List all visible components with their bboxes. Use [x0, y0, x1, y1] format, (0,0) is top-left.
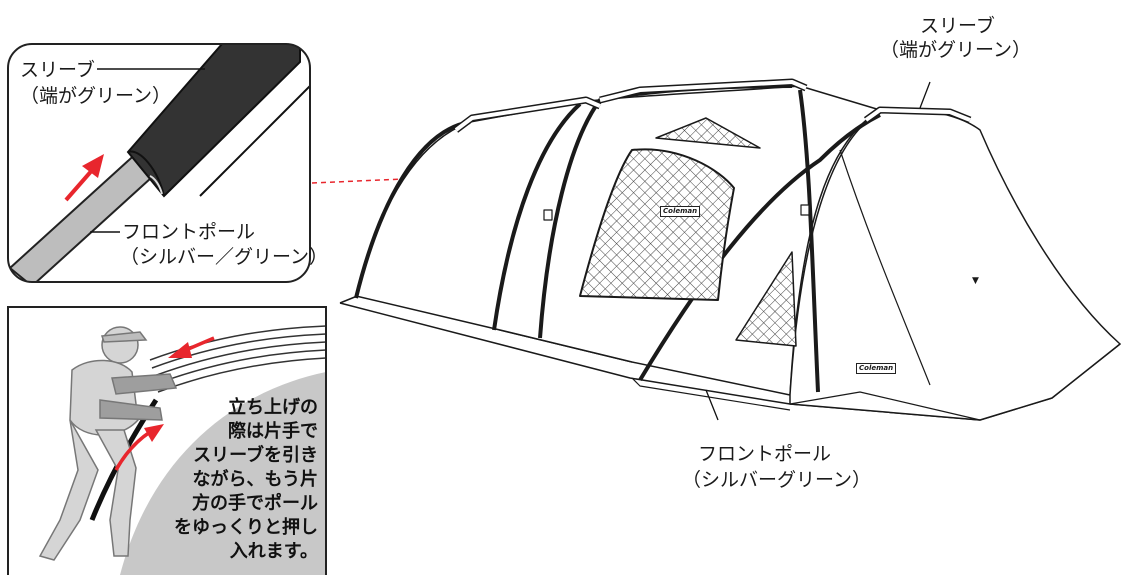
instruction-line: 方の手でポール — [192, 493, 318, 514]
callout-pole-note: （シルバー／グリーン） — [120, 246, 329, 268]
callout-frame — [7, 43, 311, 283]
instruction-line: ながら、もう片 — [192, 469, 318, 490]
mesh-window-main — [579, 148, 735, 301]
main-pole-label: フロントポール — [698, 443, 832, 465]
instruction-frame — [7, 306, 327, 575]
instruction-line: をゆっくりと押し — [174, 517, 318, 538]
instruction-callout — [7, 306, 327, 575]
callout-pole-label: フロントポール — [122, 221, 256, 243]
sleeve-detail-callout — [7, 43, 311, 283]
main-pole-note: （シルバーグリーン） — [682, 469, 872, 491]
front-pole — [638, 113, 881, 382]
callout-sleeve-label: スリーブ — [20, 59, 95, 81]
instruction-line: スリーブを引き — [193, 445, 318, 466]
callout-sleeve-note: （端がグリーン） — [20, 85, 172, 107]
brand-logo-window: Coleman — [660, 206, 701, 217]
main-sleeve-label: スリーブ — [920, 15, 995, 37]
pull-arrow-icon — [168, 336, 215, 358]
brand-logo-door: Coleman — [856, 363, 897, 374]
instruction-line: 際は片手で — [228, 421, 318, 442]
instruction-text: 立ち上げの 際は片手で スリーブを引き ながら、もう片 方の手でポール をゆっく… — [160, 396, 318, 564]
mesh-window-top — [655, 117, 761, 149]
person-figure — [38, 326, 178, 561]
door-mark-icon: ▼ — [972, 276, 980, 286]
insert-arrow-icon — [114, 424, 164, 471]
sleeve-shape — [126, 44, 301, 198]
push-arrow-icon — [64, 154, 104, 202]
instruction-line: 立ち上げの — [228, 397, 318, 418]
tent-front-hood — [789, 109, 1121, 421]
main-sleeve-note: （端がグリーン） — [880, 39, 1032, 61]
mesh-window-side — [735, 251, 797, 347]
tent-illustration — [339, 78, 1121, 421]
instruction-line: 入れます。 — [229, 541, 318, 562]
